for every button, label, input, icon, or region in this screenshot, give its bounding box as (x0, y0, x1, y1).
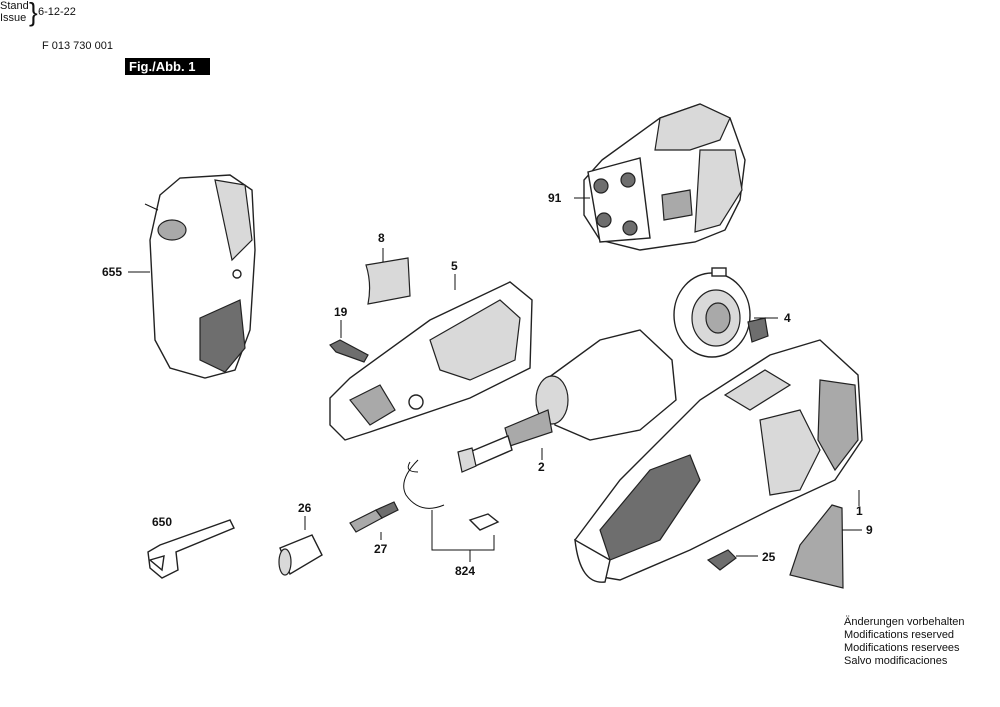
label-91: 91 (548, 191, 562, 205)
stand-label: Stand (0, 0, 29, 12)
label-2: 2 (538, 460, 545, 474)
part-1-housing[interactable] (574, 339, 863, 583)
notice-line-es: Salvo modificaciones (844, 655, 948, 667)
part-824-clip-set[interactable] (403, 459, 500, 551)
part-5-housing-half[interactable] (329, 281, 533, 441)
label-650: 650 (152, 515, 172, 529)
notice-line-fr: Modifications reservees (844, 642, 960, 654)
issue-label: Issue (0, 12, 27, 24)
label-5: 5 (451, 259, 458, 273)
part-27-collet[interactable] (349, 501, 399, 540)
part-19-screw[interactable] (329, 320, 369, 363)
modifications-notice: Änderungen vorbehalten Modifications res… (844, 616, 964, 668)
label-8: 8 (378, 231, 385, 245)
part-2-motor[interactable] (457, 329, 677, 473)
label-1: 1 (856, 504, 863, 518)
label-27: 27 (374, 542, 388, 556)
part-650-wrench[interactable] (147, 519, 235, 579)
label-26: 26 (298, 501, 312, 515)
figure-badge: Fig./Abb. 1 (125, 58, 210, 75)
label-25: 25 (762, 550, 776, 564)
part-25-switch-button[interactable] (706, 549, 758, 571)
part-4-end-cap[interactable] (673, 267, 769, 358)
issue-block: Stand Issue } 6-12-22 (0, 0, 100, 26)
document-number: F 013 730 001 (42, 40, 113, 52)
part-26-collet-nut[interactable] (278, 516, 323, 576)
part-8-label[interactable] (365, 257, 411, 305)
notice-line-en: Modifications reserved (844, 629, 955, 641)
part-9-nameplate[interactable] (789, 504, 862, 589)
part-91-battery-pack[interactable] (583, 103, 746, 251)
label-9: 9 (866, 523, 873, 537)
issue-date: 6-12-22 (38, 6, 76, 18)
label-824: 824 (455, 564, 475, 578)
label-19: 19 (334, 305, 348, 319)
label-4: 4 (784, 311, 791, 325)
part-655-charger[interactable] (144, 174, 256, 379)
notice-line-de: Änderungen vorbehalten (844, 616, 965, 628)
label-655: 655 (102, 265, 122, 279)
brace-glyph: } (29, 0, 38, 27)
